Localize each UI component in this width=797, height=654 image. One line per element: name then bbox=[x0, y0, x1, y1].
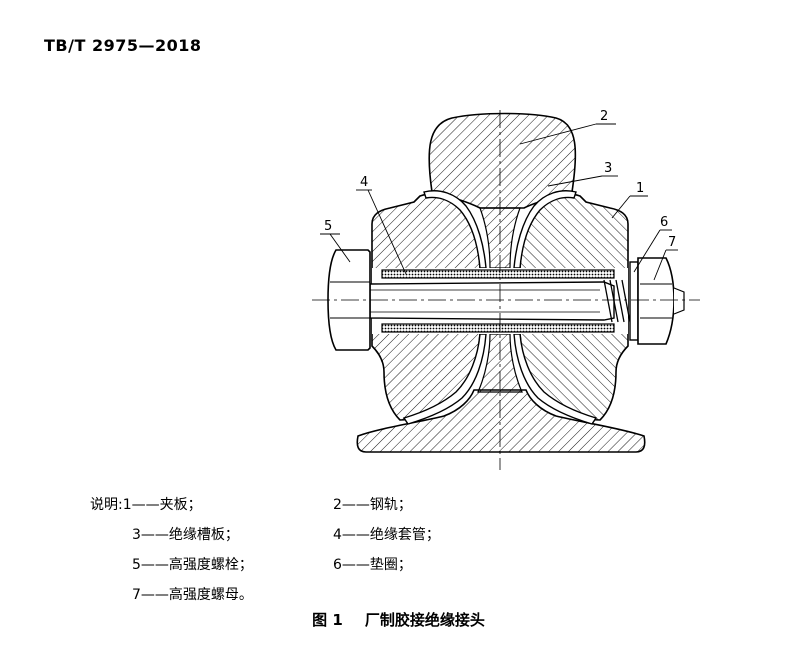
caption-title: 厂制胶接绝缘接头 bbox=[364, 611, 485, 629]
rail-foot bbox=[356, 389, 646, 453]
insulating-sleeve-bottom bbox=[381, 323, 615, 333]
legend-prefix: 说明: bbox=[90, 497, 123, 513]
callout-2: 2 bbox=[600, 109, 608, 124]
standard-code: TB/T 2975—2018 bbox=[44, 36, 202, 55]
callout-1: 1 bbox=[636, 181, 644, 196]
washer bbox=[629, 261, 639, 341]
bolt-thread bbox=[603, 279, 631, 323]
legend-item-5: 5——高强度螺栓； bbox=[132, 557, 253, 573]
figure-caption: 图 1 厂制胶接绝缘接头 bbox=[0, 609, 797, 630]
insulating-sleeve-top bbox=[381, 269, 615, 279]
legend-row-1: 说明:1——夹板； bbox=[90, 494, 202, 514]
insulated-joint-drawing: 1 2 3 4 5 6 7 bbox=[312, 109, 700, 470]
legend-item-6: 6——垫圈； bbox=[333, 557, 412, 573]
caption-number: 图 1 bbox=[312, 611, 343, 629]
callout-6: 6 bbox=[660, 215, 668, 230]
callout-4: 4 bbox=[360, 175, 368, 190]
bolt-shank bbox=[369, 281, 615, 321]
callout-5: 5 bbox=[324, 219, 332, 234]
legend-item-4: 4——绝缘套管； bbox=[333, 527, 440, 543]
legend-item-3: 3——绝缘槽板； bbox=[132, 527, 239, 543]
callout-3: 3 bbox=[604, 161, 612, 176]
legend-item-2: 2——钢轨； bbox=[333, 497, 412, 513]
legend-item-1: 1——夹板； bbox=[122, 497, 202, 513]
callout-7: 7 bbox=[668, 235, 676, 250]
nut bbox=[637, 257, 675, 345]
legend-item-7: 7——高强度螺母。 bbox=[132, 587, 253, 603]
